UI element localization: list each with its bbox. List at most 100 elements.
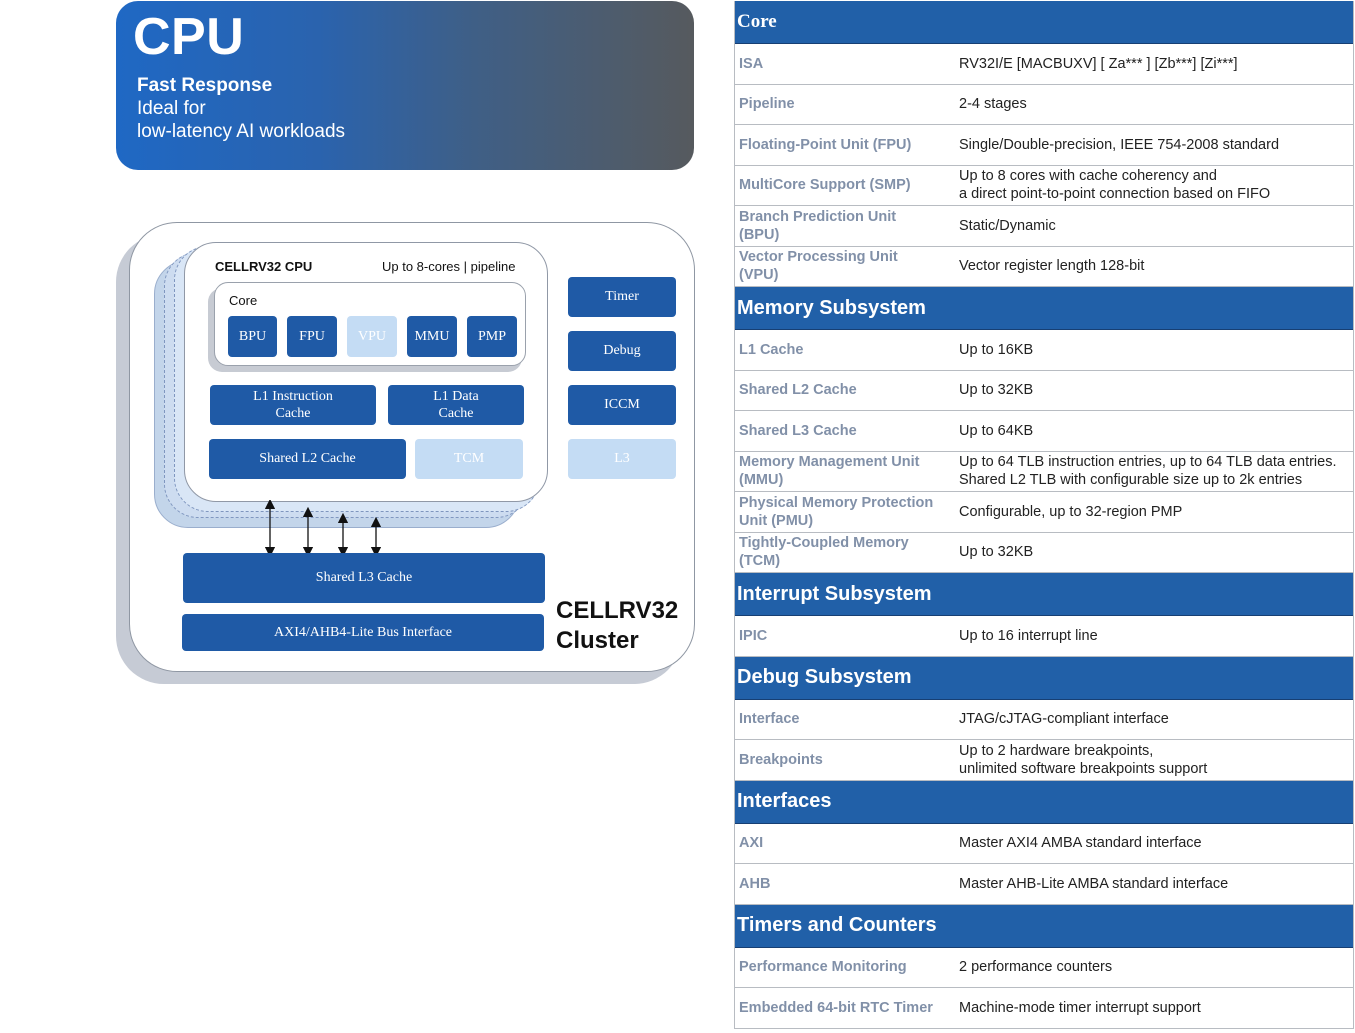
- spec-row-tcm: Tightly-Coupled Memory (TCM) Up to 32KB: [735, 532, 1353, 573]
- spec-key-line1: Branch Prediction Unit: [739, 208, 897, 225]
- bus-interface-block: AXI4/AHB4-Lite Bus Interface: [182, 614, 544, 651]
- section-header-debug: Debug Subsystem: [735, 656, 1353, 700]
- pmp-block: PMP: [467, 316, 517, 357]
- spec-value: Up to 8 cores with cache coherency and a…: [959, 167, 1349, 203]
- banner-description-line1: Ideal for: [137, 98, 206, 119]
- section-header-interrupt: Interrupt Subsystem: [735, 573, 1353, 616]
- spec-row-vpu: Vector Processing Unit (VPU) Vector regi…: [735, 246, 1353, 287]
- spec-key: Breakpoints: [739, 751, 823, 768]
- spec-key-line2: (BPU): [739, 226, 780, 243]
- l1-data-cache-line2: Cache: [438, 406, 474, 421]
- spec-row-pipeline: Pipeline 2-4 stages: [735, 84, 1353, 125]
- spec-row-fpu: Floating-Point Unit (FPU) Single/Double-…: [735, 125, 1353, 166]
- spec-row-shared-l2: Shared L2 Cache Up to 32KB: [735, 370, 1353, 411]
- spec-key: Performance Monitoring: [739, 959, 907, 976]
- spec-value: Configurable, up to 32-region PMP: [959, 503, 1183, 520]
- spec-value: Master AHB-Lite AMBA standard interface: [959, 875, 1229, 892]
- spec-row-ipic: IPIC Up to 16 interrupt line: [735, 616, 1353, 657]
- cpu-banner: CPU Fast Response Ideal for low-latency …: [116, 1, 694, 170]
- banner-title: CPU: [133, 8, 245, 66]
- spec-key-line2: (VPU): [739, 267, 779, 284]
- spec-value: Master AXI4 AMBA standard interface: [959, 835, 1202, 852]
- spec-row-mmu: Memory Management Unit (MMU) Up to 64 TL…: [735, 451, 1353, 492]
- spec-table: Core ISA RV32I/E [MACBUXV] [ Za*** ] [Zb…: [734, 1, 1354, 1029]
- spec-value: 2 performance counters: [959, 959, 1113, 976]
- spec-key: Embedded 64-bit RTC Timer: [739, 999, 933, 1016]
- cpu-note: Up to 8-cores | pipeline: [382, 259, 516, 274]
- shared-l3-cache-block: Shared L3 Cache: [183, 553, 545, 603]
- bpu-block: BPU: [228, 316, 277, 357]
- cluster-name-line2: Cluster: [556, 627, 639, 654]
- spec-row-debug-interface: Interface JTAG/cJTAG-compliant interface: [735, 699, 1353, 740]
- spec-value: Machine-mode timer interrupt support: [959, 999, 1201, 1016]
- spec-value: Up to 32KB: [959, 382, 1034, 399]
- spec-key: Branch Prediction Unit (BPU): [739, 208, 951, 244]
- l3-block: L3: [568, 439, 676, 479]
- spec-key-line2: Unit (PMU): [739, 512, 814, 529]
- cpu-label: CELLRV32 CPU: [215, 259, 313, 274]
- spec-row-performance-monitoring: Performance Monitoring 2 performance cou…: [735, 947, 1353, 988]
- spec-key: Pipeline: [739, 96, 795, 113]
- section-header-memory: Memory Subsystem: [735, 287, 1353, 330]
- spec-value-line1: Up to 2 hardware breakpoints,: [959, 742, 1154, 759]
- spec-key: MultiCore Support (SMP): [739, 177, 911, 194]
- spec-key: Shared L2 Cache: [739, 382, 857, 399]
- interconnect-arrows: [264, 500, 382, 556]
- l1-instruction-cache-line2: Cache: [275, 406, 311, 421]
- spec-row-bpu: Branch Prediction Unit (BPU) Static/Dyna…: [735, 206, 1353, 247]
- spec-key-line2: (TCM): [739, 553, 781, 570]
- spec-row-isa: ISA RV32I/E [MACBUXV] [ Za*** ] [Zb***] …: [735, 44, 1353, 85]
- spec-value: Up to 16 interrupt line: [959, 627, 1098, 644]
- spec-value-line2: Shared L2 TLB with configurable size up …: [959, 472, 1303, 489]
- l1-data-cache-block: L1 Data Cache: [388, 385, 524, 425]
- spec-key: AHB: [739, 875, 771, 892]
- spec-key: Physical Memory Protection Unit (PMU): [739, 494, 951, 530]
- spec-key-line1: Vector Processing Unit: [739, 249, 898, 266]
- spec-value-line2: unlimited software breakpoints support: [959, 760, 1208, 777]
- iccm-block: ICCM: [568, 385, 676, 425]
- spec-value: Up to 2 hardware breakpoints, unlimited …: [959, 742, 1349, 778]
- spec-value-line2: a direct point-to-point connection based…: [959, 186, 1271, 203]
- vpu-block: VPU: [347, 316, 397, 357]
- spec-row-ahb: AHB Master AHB-Lite AMBA standard interf…: [735, 864, 1353, 905]
- spec-value: Vector register length 128-bit: [959, 258, 1145, 275]
- timer-block: Timer: [568, 277, 676, 317]
- l1-instruction-cache-block: L1 Instruction Cache: [210, 385, 376, 425]
- spec-key: Interface: [739, 711, 800, 728]
- spec-key: Vector Processing Unit (VPU): [739, 248, 951, 284]
- banner-tagline: Fast Response: [137, 75, 273, 96]
- spec-key: AXI: [739, 835, 764, 852]
- l1-data-cache-line1: L1 Data: [433, 388, 479, 404]
- spec-value: 2-4 stages: [959, 96, 1027, 113]
- spec-key-line1: Physical Memory Protection: [739, 494, 934, 511]
- mmu-block: MMU: [407, 316, 457, 357]
- spec-key: Shared L3 Cache: [739, 422, 857, 439]
- spec-key: Memory Management Unit (MMU): [739, 453, 951, 489]
- banner-description-line2: low-latency AI workloads: [137, 121, 346, 142]
- spec-row-rtc-timer: Embedded 64-bit RTC Timer Machine-mode t…: [735, 988, 1353, 1029]
- spec-value: RV32I/E [MACBUXV] [ Za*** ] [Zb***] [Zi*…: [959, 55, 1238, 72]
- section-header-timers: Timers and Counters: [735, 904, 1353, 948]
- spec-row-breakpoints: Breakpoints Up to 2 hardware breakpoints…: [735, 740, 1353, 781]
- cluster-name: CELLRV32 Cluster: [556, 596, 678, 656]
- shared-l2-cache-block: Shared L2 Cache: [209, 439, 406, 479]
- l1-instruction-cache-line1: L1 Instruction: [253, 388, 333, 404]
- spec-value: JTAG/cJTAG-compliant interface: [959, 711, 1169, 728]
- spec-row-pmu: Physical Memory Protection Unit (PMU) Co…: [735, 492, 1353, 533]
- spec-value-line1: Up to 8 cores with cache coherency and: [959, 168, 1217, 185]
- spec-key-line1: Tightly-Coupled Memory: [739, 535, 909, 552]
- section-header-interfaces: Interfaces: [735, 780, 1353, 824]
- debug-block: Debug: [568, 331, 676, 371]
- spec-value: Up to 64KB: [959, 422, 1034, 439]
- spec-key: Tightly-Coupled Memory (TCM): [739, 534, 951, 570]
- spec-row-axi: AXI Master AXI4 AMBA standard interface: [735, 823, 1353, 864]
- section-header-core: Core: [735, 1, 1353, 44]
- spec-row-smp: MultiCore Support (SMP) Up to 8 cores wi…: [735, 165, 1353, 206]
- spec-key: IPIC: [739, 627, 768, 644]
- spec-key: L1 Cache: [739, 341, 804, 358]
- spec-key: ISA: [739, 55, 764, 72]
- fpu-block: FPU: [287, 316, 337, 357]
- cluster-name-line1: CELLRV32: [556, 597, 679, 624]
- tcm-block: TCM: [415, 439, 523, 479]
- spec-value: Static/Dynamic: [959, 217, 1056, 234]
